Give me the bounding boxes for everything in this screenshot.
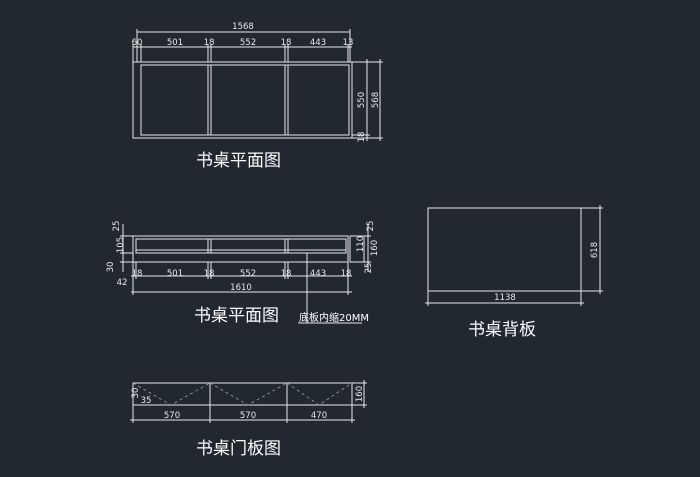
- overall-width-label: 1568: [232, 22, 254, 32]
- door-panel-title: 书桌门板图: [196, 439, 281, 459]
- left-dim-label: 105: [116, 237, 126, 253]
- left-dim-label: 42: [117, 278, 128, 288]
- segment-label: 552: [240, 38, 256, 48]
- back-panel-view: 1138 618 书桌背板: [425, 205, 603, 340]
- door-hinge-mark: [209, 382, 288, 406]
- door-left-dim-label: 35: [141, 396, 152, 406]
- door-left-dim-label: 30: [131, 388, 141, 399]
- depth-inner-label: 550: [357, 92, 367, 108]
- door-hinge-mark: [132, 382, 211, 406]
- desk-outline: [132, 61, 353, 139]
- left-dim-label: 30: [106, 262, 116, 273]
- left-dim-label: 25: [112, 221, 122, 232]
- right-dim-label: 25: [364, 263, 374, 274]
- segment-label: 443: [310, 38, 326, 48]
- segment-label: 18: [281, 38, 292, 48]
- plan-mid-title: 书桌平面图: [194, 306, 279, 326]
- plan-top-view: 1568 60 501 18 552 18 443 13 550 568 18 …: [132, 22, 383, 171]
- segment-label: 501: [167, 38, 183, 48]
- segment-label: 552: [240, 269, 256, 279]
- segment-label: 18: [132, 269, 143, 279]
- plan-top-title: 书桌平面图: [196, 151, 281, 171]
- segment-label: 501: [167, 269, 183, 279]
- back-panel-title: 书桌背板: [468, 320, 536, 340]
- overall-width-label: 1610: [230, 283, 252, 293]
- door-segment-label: 570: [164, 411, 180, 421]
- segment-label: 18: [341, 269, 352, 279]
- desk-front-outline: [132, 235, 349, 263]
- right-dim-label: 25: [366, 221, 376, 232]
- right-dim-label: 110: [356, 236, 366, 252]
- desk-front-inner: [135, 238, 347, 254]
- door-segment-label: 570: [240, 411, 256, 421]
- right-dim-label: 160: [370, 240, 380, 256]
- plan-mid-view: 25 105 30 42 25 110 160 25 18 501 18 552…: [106, 221, 380, 326]
- bottom-panel-note: 底板内缩20MM: [299, 311, 369, 324]
- door-hinge-mark: [286, 382, 353, 406]
- segment-label: 18: [204, 269, 215, 279]
- back-panel-outline: [427, 207, 582, 292]
- segment-label: 18: [204, 38, 215, 48]
- back-height-label: 618: [590, 242, 600, 258]
- segment-label: 13: [343, 38, 354, 48]
- side-panel: [349, 235, 365, 263]
- back-width-label: 1138: [494, 293, 516, 303]
- depth-bottom-label: 18: [357, 132, 367, 143]
- door-panel-view: 160 30 35 570 570 470 书桌门板图: [130, 380, 367, 459]
- depth-total-label: 568: [371, 92, 381, 108]
- door-panel-outline: [132, 382, 353, 406]
- desk-inner-outline: [140, 64, 350, 136]
- segment-label: 443: [310, 269, 326, 279]
- door-height-label: 160: [355, 386, 365, 402]
- door-segment-label: 470: [311, 411, 327, 421]
- segment-label: 18: [281, 269, 292, 279]
- segment-label: 60: [132, 38, 143, 48]
